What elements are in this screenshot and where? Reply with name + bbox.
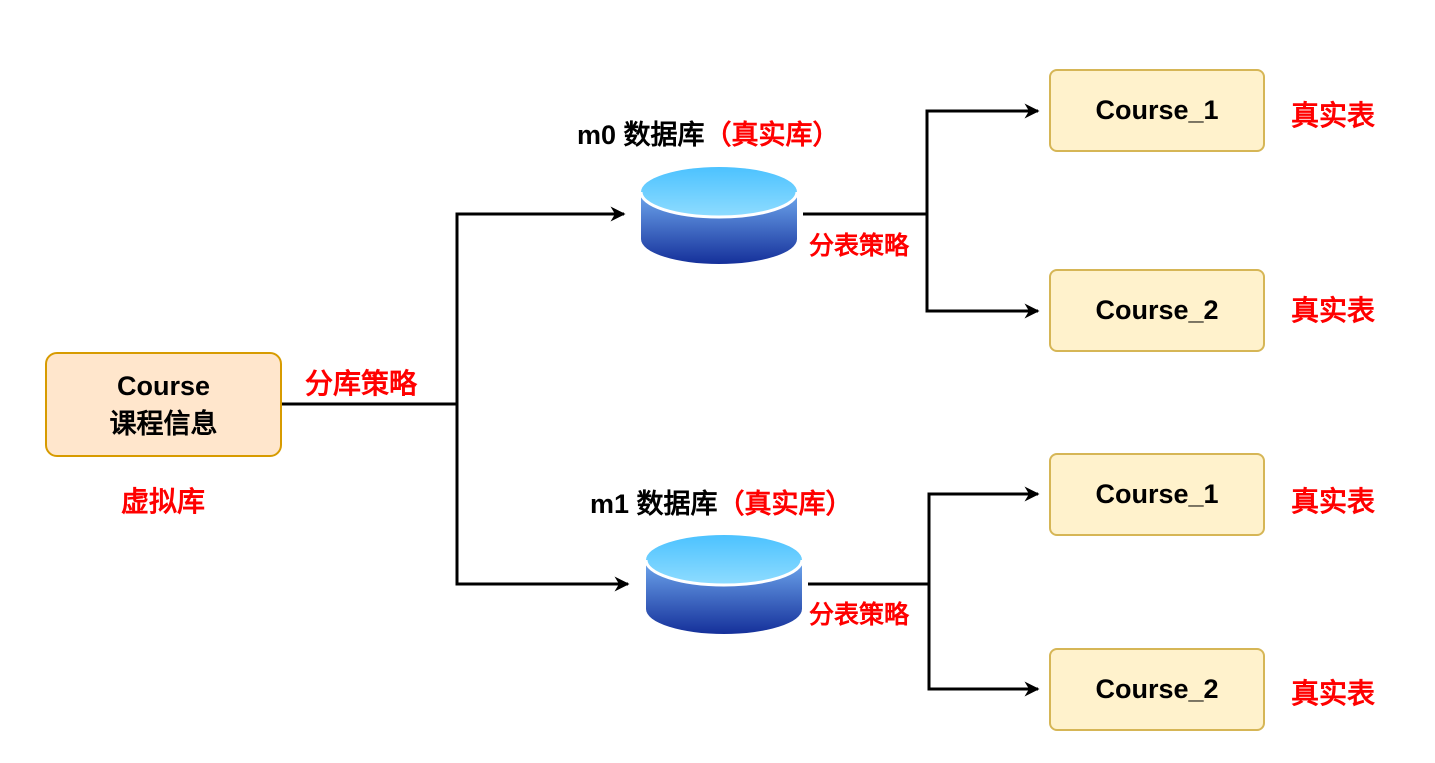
database-m0-icon xyxy=(639,167,799,264)
database-m0-name: m0 数据库 xyxy=(577,120,705,150)
database-m1-title: m1 数据库（真实库） xyxy=(590,482,853,521)
database-m1-icon xyxy=(644,535,804,634)
connector-m0-course2 xyxy=(925,214,1040,319)
connector-m0-course1 xyxy=(925,103,1040,214)
database-m1-name: m1 数据库 xyxy=(590,489,718,519)
db-strategy-label: 分库策略 xyxy=(305,368,418,399)
source-title: Course xyxy=(116,370,211,401)
m1-table-course-2-name: Course_2 xyxy=(1095,674,1219,704)
virtual-db-caption: 虚拟库 xyxy=(121,486,206,517)
source-subtitle: 课程信息 xyxy=(109,408,218,439)
m0-table-course-1-name: Course_1 xyxy=(1095,95,1219,125)
m1-table-course-2-caption: 真实表 xyxy=(1291,678,1376,709)
database-m0-note: （真实库） xyxy=(704,120,840,150)
table-strategy-label-m1: 分表策略 xyxy=(809,601,910,629)
m0-table-course-1-caption: 真实表 xyxy=(1291,100,1376,131)
connector-to-m0 xyxy=(455,206,626,404)
m1-table-course-1-caption: 真实表 xyxy=(1291,486,1376,517)
database-m1-note: （真实库） xyxy=(717,489,853,519)
m0-table-course-2: Course_2 xyxy=(1049,269,1265,352)
connector-to-m1 xyxy=(455,404,630,592)
m0-table-course-2-caption: 真实表 xyxy=(1291,295,1376,326)
m0-table-course-2-name: Course_2 xyxy=(1095,295,1219,325)
m1-table-course-1-name: Course_1 xyxy=(1095,479,1219,509)
table-strategy-label-m0: 分表策略 xyxy=(809,232,910,260)
m0-table-course-1: Course_1 xyxy=(1049,69,1265,152)
m1-table-course-1: Course_1 xyxy=(1049,453,1265,536)
database-m0-title: m0 数据库（真实库） xyxy=(577,113,840,152)
m1-table-course-2: Course_2 xyxy=(1049,648,1265,731)
connector-m1-course2 xyxy=(927,584,1040,697)
connector-m1-course1 xyxy=(927,486,1040,584)
source-course-box: Course 课程信息 xyxy=(45,352,282,457)
